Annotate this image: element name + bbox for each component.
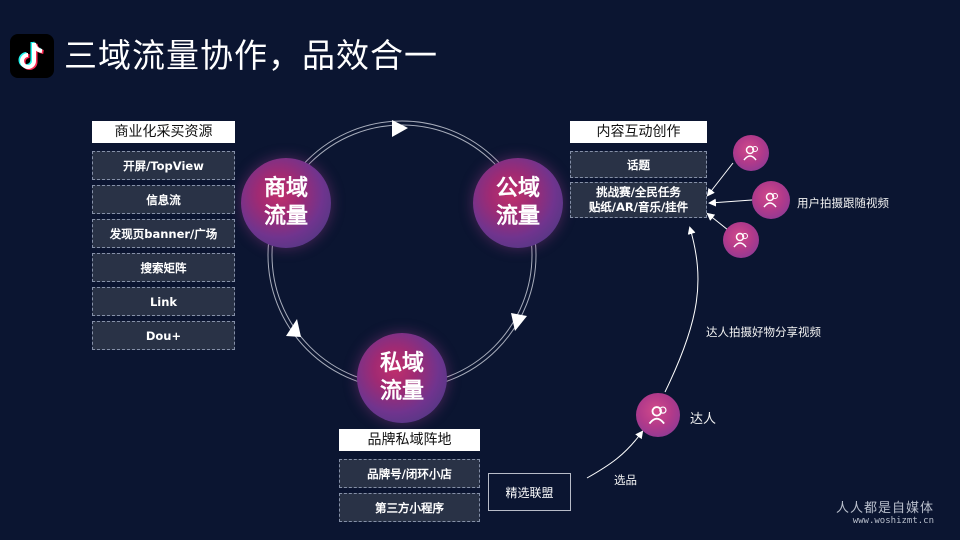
commercial-item: 发现页banner/广场 <box>92 219 235 248</box>
user-follow-label: 用户拍摄跟随视频 <box>797 196 889 210</box>
arrow-influencer-to-content <box>664 226 699 393</box>
commercial-panel: 商业化采买资源 开屏/TopView 信息流 发现页banner/广场 搜索矩阵… <box>92 121 235 350</box>
influencer-share-label: 达人拍摄好物分享视频 <box>706 325 821 339</box>
commercial-item: Dou+ <box>92 321 235 350</box>
commercial-item: 搜索矩阵 <box>92 253 235 282</box>
commercial-panel-header: 商业化采买资源 <box>92 121 235 143</box>
content-item-topic: 话题 <box>570 151 707 178</box>
arrow-user3 <box>706 212 729 231</box>
commercial-item: 信息流 <box>92 185 235 214</box>
private-item: 第三方小程序 <box>339 493 480 522</box>
user-avatar-icon <box>733 135 769 171</box>
cycle-arrow-top <box>392 120 408 137</box>
cycle-arrow-left <box>286 319 301 337</box>
watermark-en: www.woshizmt.cn <box>852 516 934 526</box>
private-panel-header: 品牌私域阵地 <box>339 429 480 451</box>
select-label: 选品 <box>614 473 637 487</box>
commercial-item: 开屏/TopView <box>92 151 235 180</box>
commercial-traffic-circle: 商域流量 <box>241 158 331 248</box>
user-avatar-icon <box>723 222 759 258</box>
cycle-arrow-right <box>511 313 527 331</box>
content-item-challenge: 挑战赛/全民任务 贴纸/AR/音乐/挂件 <box>570 182 707 218</box>
arrow-user1 <box>706 162 734 197</box>
public-traffic-circle: 公域流量 <box>473 158 563 248</box>
tiktok-logo-icon <box>10 34 54 78</box>
private-item: 品牌号/闭环小店 <box>339 459 480 488</box>
commercial-item: Link <box>92 287 235 316</box>
watermark-cn: 人人都是自媒体 <box>835 501 934 516</box>
page-title: 三域流量协作，品效合一 <box>64 36 438 75</box>
private-panel: 品牌私域阵地 品牌号/闭环小店 第三方小程序 <box>339 429 480 522</box>
content-panel: 内容互动创作 话题 挑战赛/全民任务 贴纸/AR/音乐/挂件 <box>570 121 707 218</box>
watermark: 人人都是自媒体 www.woshizmt.cn <box>836 497 934 526</box>
content-panel-header: 内容互动创作 <box>570 121 707 143</box>
influencer-avatar-icon <box>636 393 680 437</box>
select-alliance-box: 精选联盟 <box>488 473 571 511</box>
arrow-alliance-to-influencer <box>586 430 644 479</box>
private-traffic-circle: 私域流量 <box>357 333 447 423</box>
arrow-user2 <box>708 198 753 207</box>
influencer-label: 达人 <box>690 412 717 427</box>
user-avatar-icon <box>752 181 790 219</box>
